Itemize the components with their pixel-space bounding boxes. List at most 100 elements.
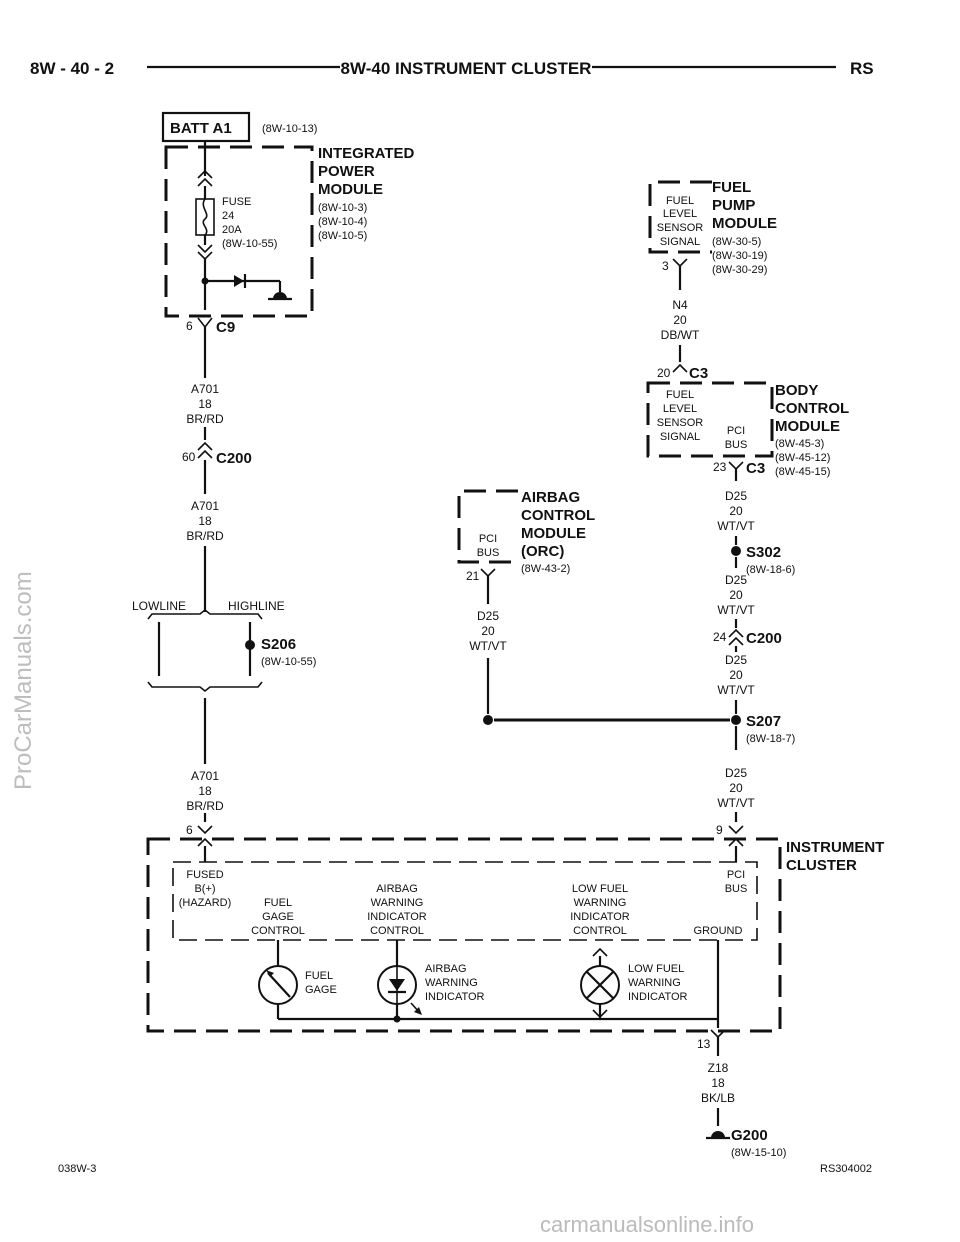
footer-left: 038W-3 (58, 1163, 96, 1175)
connector-cluster-right-inner (728, 837, 744, 847)
connector-acm (480, 568, 496, 578)
wire-a701-color: BR/RD (186, 529, 224, 543)
wire-a701-gauge: 18 (198, 784, 212, 798)
lowfuel-control-4: CONTROL (573, 925, 627, 937)
wire-d25-gauge: 20 (729, 668, 743, 682)
fuse-connector-bottom (197, 244, 213, 261)
fuel-gage-control-1: FUEL (264, 897, 292, 909)
splice-s302-dot (731, 546, 741, 556)
ipm-ref-2: (8W-10-4) (318, 216, 367, 228)
fused-2: B(+) (194, 883, 215, 895)
fuel-gage-control-2: GAGE (262, 911, 294, 923)
bcm-signal-2: LEVEL (663, 403, 697, 415)
fpm-signal-1: FUEL (666, 195, 694, 207)
ipm-ref-1: (8W-10-3) (318, 202, 367, 214)
wire-d25-gauge: 20 (729, 781, 743, 795)
led-arrow-head (414, 1007, 422, 1015)
bcm-pci-2: BUS (725, 439, 748, 451)
c200-left-pin: 60 (182, 450, 196, 464)
option-bracket-top (147, 608, 263, 620)
batt-box (161, 111, 251, 143)
s207-ref: (8W-18-7) (746, 733, 795, 745)
connector-c9-icon (197, 317, 213, 329)
cluster-pin-right: 9 (716, 823, 723, 837)
wire-d25-color: WT/VT (717, 683, 755, 697)
option-highline: HIGHLINE (228, 599, 285, 613)
ground-symbol-g200 (711, 1131, 725, 1138)
bcm-c3-bottom: C3 (746, 460, 765, 477)
fuse-element (202, 198, 208, 236)
option-lowline: LOWLINE (132, 599, 186, 613)
bcm-c3-top: C3 (689, 365, 708, 382)
wire-n4-color: DB/WT (661, 328, 700, 342)
wire-n4-circuit: N4 (672, 298, 688, 312)
lowfuel-ind-3: INDICATOR (628, 991, 688, 1003)
ipm-box (164, 145, 314, 318)
fuse-label: FUSE (222, 196, 251, 208)
page-title: 8W-40 INSTRUMENT CLUSTER (341, 59, 592, 78)
wire-a701-gauge: 18 (198, 514, 212, 528)
bcm-ref-1: (8W-45-3) (775, 438, 824, 450)
g200-name: G200 (731, 1127, 768, 1144)
acm-pci-1: PCI (479, 533, 497, 545)
bcm-pin-bottom: 23 (713, 460, 727, 474)
option-bracket-bottom (147, 681, 263, 693)
connector-bcm-top (672, 363, 688, 373)
connector-c200-left-icon (197, 441, 213, 459)
lowfuel-control-2: WARNING (574, 897, 627, 909)
wire-a701-gauge: 18 (198, 397, 212, 411)
c200-right-pin: 24 (713, 630, 727, 644)
wire-d25-color: WT/VT (717, 796, 755, 810)
batt-ref: (8W-10-13) (262, 123, 317, 135)
fpm-title-2: PUMP (712, 197, 755, 214)
footer-right: RS304002 (820, 1163, 872, 1175)
lamp-cross (586, 971, 614, 999)
acm-title-1: AIRBAG (521, 489, 580, 506)
fuse-rating: 20A (222, 224, 242, 236)
lowfuel-control-1: LOW FUEL (572, 883, 628, 895)
ipm-ref-3: (8W-10-5) (318, 230, 367, 242)
connector-cluster-right (728, 825, 744, 835)
ipm-title-2: POWER (318, 163, 375, 180)
cluster-pci-1: PCI (727, 869, 745, 881)
acm-title-3: MODULE (521, 525, 586, 542)
fuel-gage-needle (267, 972, 291, 998)
fpm-box (648, 180, 712, 254)
cluster-title-2: CLUSTER (786, 857, 857, 874)
wire-a701-color: BR/RD (186, 412, 224, 426)
c200-left-name: C200 (216, 450, 252, 467)
s302-ref: (8W-18-6) (746, 564, 795, 576)
ipm-title-3: MODULE (318, 181, 383, 198)
fuse-connector-top (197, 169, 213, 187)
bcm-box (646, 381, 774, 458)
lowfuel-ind-1: LOW FUEL (628, 963, 684, 975)
ground-symbol-ipm (273, 292, 287, 299)
needle-tip (266, 970, 274, 977)
connector-cluster-left (197, 825, 213, 835)
splice-s206-dot (245, 640, 255, 650)
wire-n4-gauge: 20 (673, 313, 687, 327)
bcm-ref-3: (8W-45-15) (775, 466, 830, 478)
cluster-pin-left: 6 (186, 823, 193, 837)
wire-z18-color: BK/LB (701, 1091, 735, 1105)
airbag-ind-3: INDICATOR (425, 991, 485, 1003)
fpm-title-3: MODULE (712, 215, 777, 232)
cluster-ground-label: GROUND (694, 925, 743, 937)
fpm-pin: 3 (662, 259, 669, 273)
cluster-title-1: INSTRUMENT (786, 839, 884, 856)
lowfuel-connector-top (592, 947, 608, 957)
wire-d25-gauge: 20 (729, 588, 743, 602)
bcm-signal-4: SIGNAL (660, 431, 700, 443)
header-model: RS (850, 59, 874, 78)
fpm-signal-2: LEVEL (663, 208, 697, 220)
c9-pin: 6 (186, 319, 193, 333)
wire-d25-gauge: 20 (729, 504, 743, 518)
acm-pci-2: BUS (477, 547, 500, 559)
fpm-ref-1: (8W-30-5) (712, 236, 761, 248)
airbag-control-2: WARNING (371, 897, 424, 909)
airbag-ind-2: WARNING (425, 977, 478, 989)
fuel-gage-control-3: CONTROL (251, 925, 305, 937)
bcm-title-3: MODULE (775, 418, 840, 435)
wire-d25-color: WT/VT (469, 639, 507, 653)
